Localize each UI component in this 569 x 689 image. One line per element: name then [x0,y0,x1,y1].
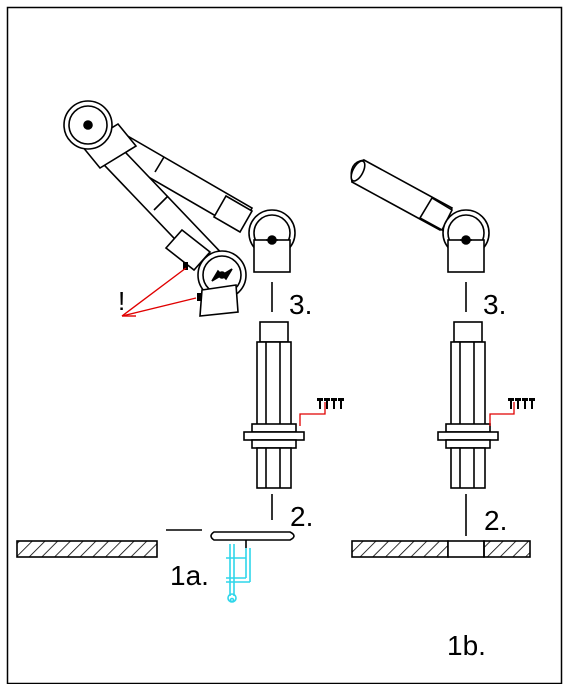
left-top-pulley [63,100,113,150]
step-1a-label: 1a. [170,560,209,591]
right-elbow-joint [442,209,490,273]
step-2-label-right: 2. [484,505,507,536]
step-1b-label: 1b. [447,630,486,661]
screw-set-icon [317,398,344,409]
left-lower-arm [80,122,232,280]
desk-clamp-icon [226,544,251,603]
step-3-label-left: 3. [289,289,312,320]
warning-mark: ! [118,286,125,316]
right-column [437,321,499,489]
left-lower-pulley [183,250,247,317]
step-3-label-right: 3. [483,289,506,320]
right-arm [350,158,454,232]
left-column [243,321,305,489]
warning-leader [121,267,197,317]
left-desk [16,529,295,558]
right-screws-leader [489,402,515,426]
step-2-label-left: 2. [290,501,313,532]
left-screws-leader [299,402,326,426]
left-assembly [16,100,344,603]
left-elbow-joint [248,209,296,273]
screw-set-icon-right [508,398,535,409]
right-assembly [350,158,535,558]
right-desk [351,540,531,558]
